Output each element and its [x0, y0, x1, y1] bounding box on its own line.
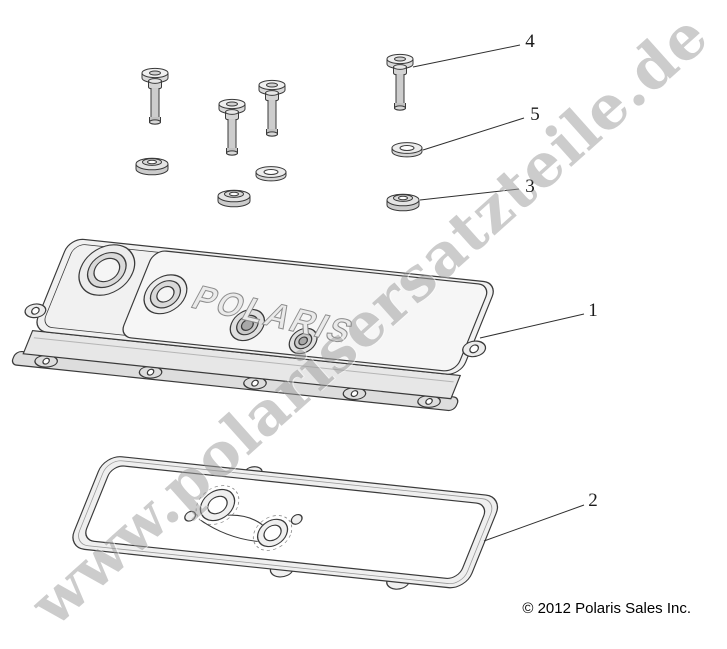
seal-grommet — [135, 157, 169, 176]
leader-line-5 — [422, 117, 525, 151]
spark-plug-recess — [288, 327, 318, 355]
spark-tube-seal — [184, 485, 303, 551]
spark-plug-recess — [229, 308, 266, 342]
valve-cover-bolt — [218, 98, 246, 156]
leader-line-2 — [483, 504, 585, 542]
valve-cover: POLARIS — [11, 238, 494, 412]
leader-line-4 — [412, 44, 521, 68]
callout-1: 1 — [588, 300, 598, 321]
breather-port — [143, 274, 188, 315]
valve-cover-bolt — [141, 67, 169, 125]
breather-port — [78, 244, 136, 296]
flat-washer — [391, 142, 423, 158]
flat-washer — [255, 166, 287, 182]
leader-line-1 — [479, 313, 585, 339]
callout-4: 4 — [525, 31, 535, 52]
valve-cover-bolt — [258, 79, 286, 137]
callout-2: 2 — [588, 490, 598, 511]
copyright-notice: © 2012 Polaris Sales Inc. — [522, 600, 691, 617]
leader-line-3 — [419, 188, 520, 201]
callout-5: 5 — [530, 104, 540, 125]
valve-cover-bolt — [386, 53, 414, 111]
seal-grommet — [386, 193, 420, 212]
callout-3: 3 — [525, 176, 535, 197]
valve-cover-gasket — [72, 456, 499, 590]
seal-grommet — [217, 189, 251, 208]
cover-plateau — [122, 250, 488, 372]
cover-mount-ear — [24, 303, 487, 358]
leader-lines — [412, 44, 585, 542]
